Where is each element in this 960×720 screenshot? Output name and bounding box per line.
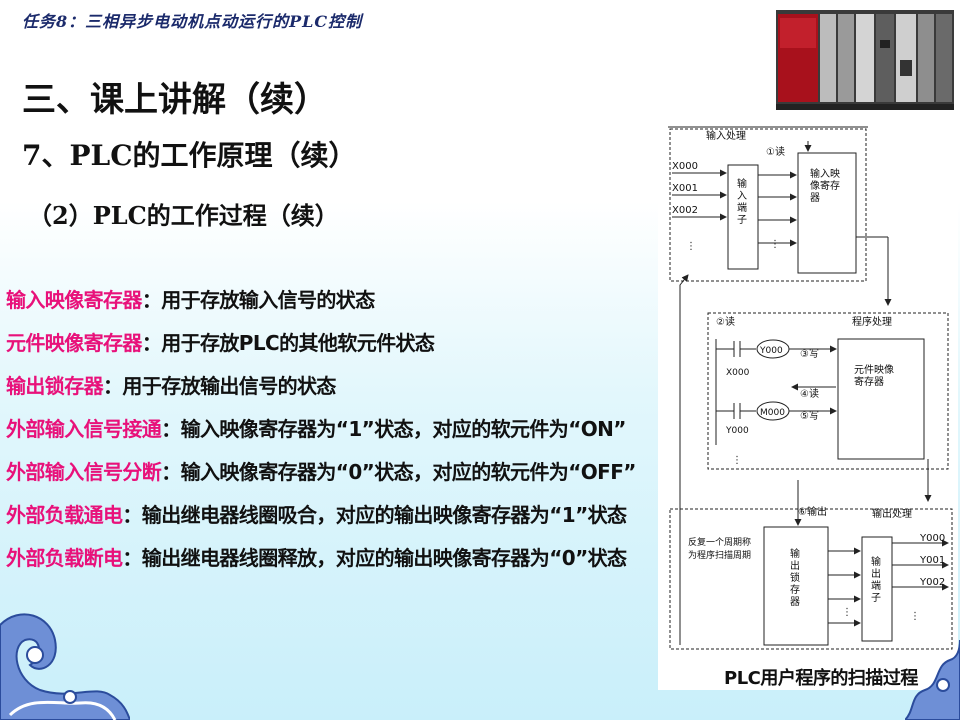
definition-desc: ：用于存放输入信号的状态 bbox=[141, 288, 375, 312]
decorative-ornament-right bbox=[905, 640, 960, 720]
read2-step-label: ②读 bbox=[716, 315, 735, 328]
definition-term: 元件映像寄存器 bbox=[6, 331, 142, 355]
definition-desc: ：输入映像寄存器为“1”状态，对应的软元件为“ON” bbox=[161, 417, 626, 441]
definition-item: 外部负载断电：输出继电器线圈释放，对应的输出映像寄存器为“0”状态 bbox=[6, 542, 670, 585]
output-terminal-label: 输出端子 bbox=[871, 557, 881, 604]
svg-text:⋮: ⋮ bbox=[686, 241, 696, 252]
definition-desc: ：输入映像寄存器为“0”状态，对应的软元件为“OFF” bbox=[161, 460, 636, 484]
section-title: 7、PLC的工作原理（续） bbox=[22, 139, 357, 172]
definition-desc: ：输出继电器线圈吸合，对应的输出映像寄存器为“1”状态 bbox=[122, 503, 627, 527]
read4-step-label: ④读 bbox=[800, 387, 819, 400]
definition-list: 输入映像寄存器：用于存放输入信号的状态 元件映像寄存器：用于存放PLC的其他软元… bbox=[6, 284, 670, 585]
definition-item: 输出锁存器：用于存放输出信号的状态 bbox=[6, 370, 670, 413]
course-title: 任务8：三相异步电动机点动运行的PLC控制 bbox=[22, 12, 363, 31]
definition-term: 外部负载通电 bbox=[6, 503, 123, 527]
definition-term: 输入映像寄存器 bbox=[6, 288, 142, 312]
definition-desc: ：用于存放输出信号的状态 bbox=[103, 374, 336, 398]
contact-y000-label: Y000 bbox=[725, 426, 749, 436]
output-latch-label: 输出锁存器 bbox=[790, 549, 800, 608]
svg-text:⋮: ⋮ bbox=[910, 611, 920, 622]
output-y002-label: Y002 bbox=[919, 577, 945, 588]
coil-y000-label: Y000 bbox=[759, 346, 783, 356]
output-step-label: ⑥输出 bbox=[798, 505, 827, 518]
diagram-caption: PLC用户程序的扫描过程 bbox=[722, 664, 920, 690]
definition-item: 输入映像寄存器：用于存放输入信号的状态 bbox=[6, 284, 670, 327]
output-section-label: 输出处理 bbox=[872, 507, 912, 520]
definition-term: 外部输入信号接通 bbox=[6, 417, 162, 441]
decorative-ornament-left bbox=[0, 613, 130, 720]
subsection-title: （2）PLC的工作过程（续） bbox=[28, 201, 339, 230]
definition-item: 元件映像寄存器：用于存放PLC的其他软元件状态 bbox=[6, 327, 670, 370]
page-title: 三、课上讲解（续） bbox=[22, 80, 328, 120]
input-terminal-label: 输入端子 bbox=[737, 179, 747, 226]
svg-text:⋮: ⋮ bbox=[732, 455, 742, 466]
definition-term: 外部输入信号分断 bbox=[6, 460, 162, 484]
output-y001-label: Y001 bbox=[919, 555, 945, 566]
scan-process-diagram: ⋮ ⋮ ⋮ ⋮ ⋮ 输入处理 ①读 X000 X001 X002 ②读 程序处理… bbox=[658, 125, 958, 690]
write3-step-label: ③写 bbox=[800, 348, 819, 360]
program-section-label: 程序处理 bbox=[852, 315, 892, 328]
input-x000-label: X000 bbox=[672, 161, 698, 172]
coil-m000-label: M000 bbox=[760, 408, 785, 418]
definition-desc: ：用于存放PLC的其他软元件状态 bbox=[141, 331, 435, 355]
definition-item: 外部输入信号接通：输入映像寄存器为“1”状态，对应的软元件为“ON” bbox=[6, 413, 670, 456]
input-x002-label: X002 bbox=[672, 205, 698, 216]
input-section-label: 输入处理 bbox=[706, 129, 746, 142]
input-image-register-label: 输入映像寄存器 bbox=[810, 169, 840, 204]
svg-text:⋮: ⋮ bbox=[770, 239, 780, 250]
read-step-label: ①读 bbox=[766, 145, 785, 158]
scan-cycle-note: 反复一个周期称为程序扫描周期 bbox=[688, 538, 752, 561]
definition-item: 外部输入信号分断：输入映像寄存器为“0”状态，对应的软元件为“OFF” bbox=[6, 456, 670, 499]
definition-term: 输出锁存器 bbox=[6, 374, 104, 398]
contact-x000-label: X000 bbox=[726, 368, 750, 378]
element-image-register-label: 元件映像寄存器 bbox=[854, 365, 894, 388]
plc-hardware-image bbox=[770, 0, 960, 120]
definition-desc: ：输出继电器线圈释放，对应的输出映像寄存器为“0”状态 bbox=[122, 546, 627, 570]
definition-item: 外部负载通电：输出继电器线圈吸合，对应的输出映像寄存器为“1”状态 bbox=[6, 499, 670, 542]
input-x001-label: X001 bbox=[672, 183, 698, 194]
write5-step-label: ⑤写 bbox=[800, 410, 819, 422]
definition-term: 外部负载断电 bbox=[6, 546, 123, 570]
output-y000-label: Y000 bbox=[919, 533, 945, 544]
svg-text:⋮: ⋮ bbox=[842, 607, 852, 618]
scan-diagram-svg: ⋮ ⋮ ⋮ ⋮ ⋮ 输入处理 ①读 X000 X001 X002 ②读 程序处理… bbox=[668, 126, 953, 650]
